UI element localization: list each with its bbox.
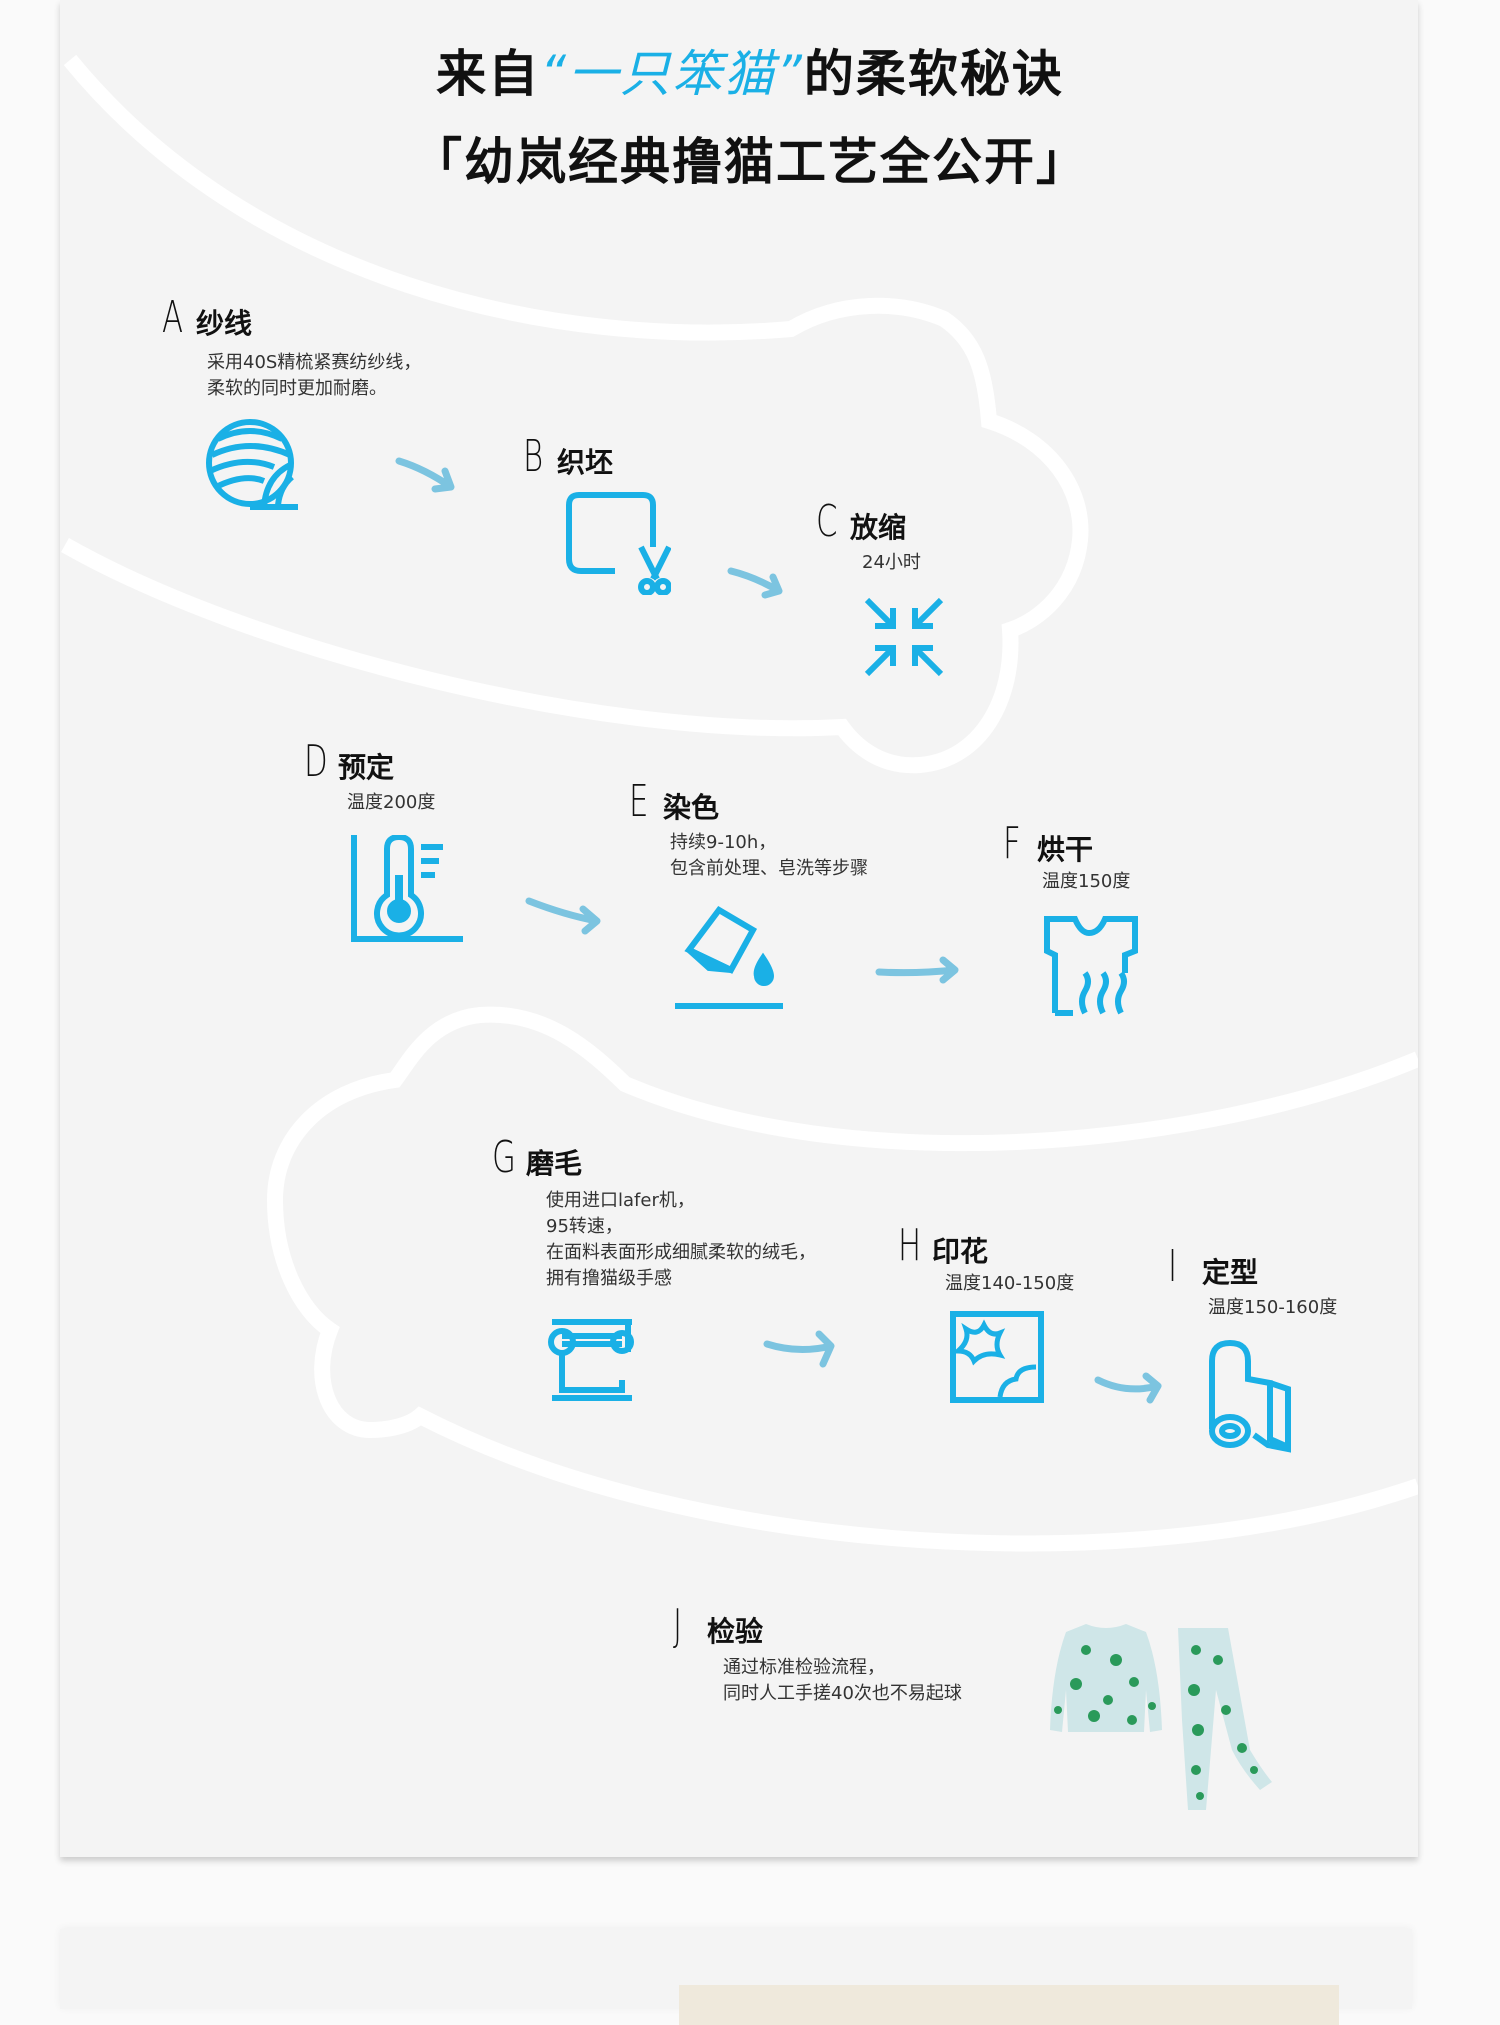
arrow-icon [525, 897, 601, 935]
step-j-desc: 通过标准检验流程，同时人工手搓40次也不易起球 [723, 1657, 962, 1704]
pajama-image [1050, 1624, 1272, 1810]
arrow-icon [727, 567, 783, 599]
arrow-icon [1094, 1372, 1162, 1404]
thermometer-icon [351, 835, 463, 942]
shrink-icon [864, 597, 944, 677]
page-title-line2: 「幼岚经典撸猫工艺全公开」 [412, 133, 1088, 191]
fabric-cut-icon [566, 492, 671, 595]
page-title-line1: 来自“一只笨猫”的柔软秘诀 [436, 45, 1064, 103]
arrow-icon [763, 1330, 835, 1368]
yarn-ball-icon [206, 419, 298, 510]
next-section-banner [679, 1985, 1339, 2025]
fabric-roll-icon [1209, 1339, 1291, 1453]
cloud-decoration [61, 54, 1418, 1552]
step-h-desc: 温度140-150度 [945, 1273, 1075, 1294]
arrow-icon [395, 457, 455, 493]
next-section-card [60, 1929, 1412, 2025]
step-a-desc: 采用40S精梳紧赛纺纱线，柔软的同时更加耐磨。 [207, 352, 422, 399]
step-i-desc: 温度150-160度 [1208, 1297, 1338, 1318]
step-g-desc: 使用进口lafer机，95转速，在面料表面形成细腻柔软的绒毛，拥有撸猫级手感 [546, 1190, 816, 1289]
print-pattern-icon [950, 1311, 1044, 1403]
drying-shirt-icon [1044, 916, 1138, 1016]
step-e-desc: 持续9-10h，包含前处理、皂洗等步骤 [670, 832, 868, 879]
arrow-icon [875, 956, 959, 984]
step-f-desc: 温度150度 [1042, 871, 1131, 892]
dye-bucket-icon [675, 906, 783, 1009]
step-c-desc: 24小时 [862, 552, 921, 573]
step-d-desc: 温度200度 [347, 792, 436, 813]
process-card [60, 0, 1418, 1857]
brushing-machine-icon [548, 1319, 634, 1401]
